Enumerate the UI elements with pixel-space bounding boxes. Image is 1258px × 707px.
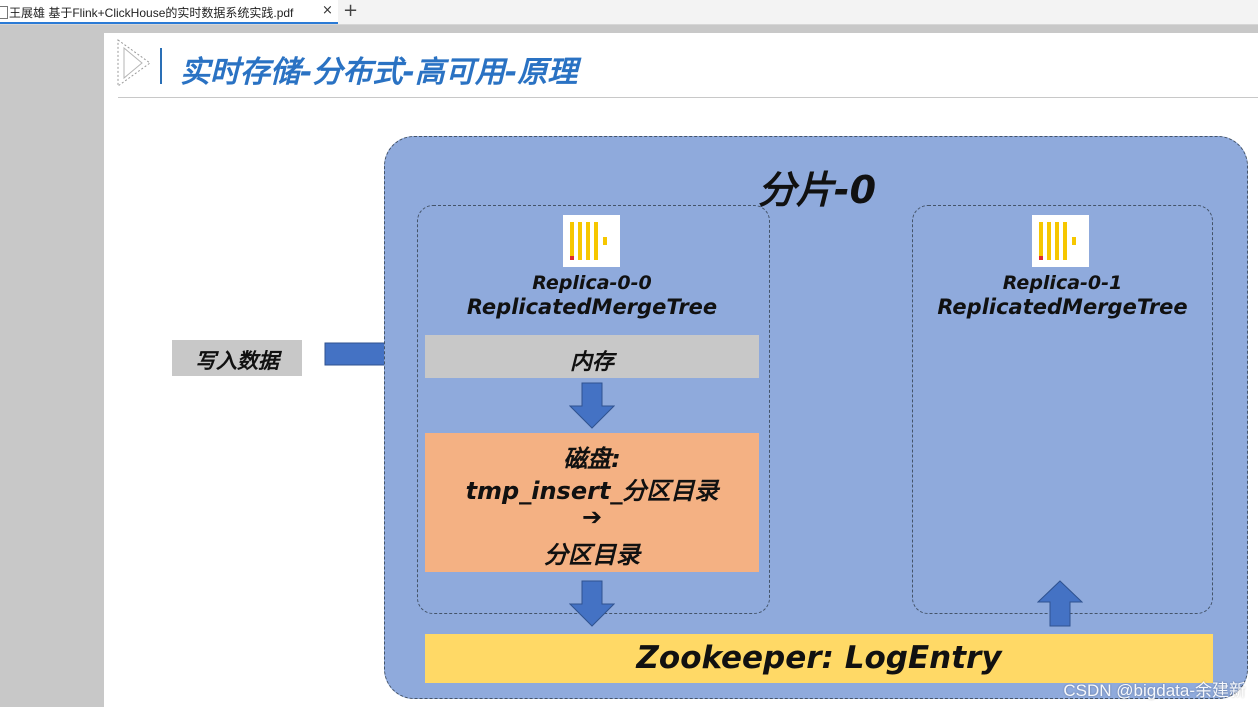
tab-bar: 王展雄 基于Flink+ClickHouse的实时数据系统实践.pdf × + [0,0,1258,25]
viewer-side-margin [0,25,104,707]
replica-0-1-name: Replica-0-1 [1002,272,1123,294]
shard-0-container: 分片-0 Replica-0-0 ReplicatedMergeTree Rep… [384,136,1248,699]
disk-arrow-glyph: ➔ [581,503,603,531]
title-divider [118,97,1258,98]
new-tab-button[interactable]: + [343,0,359,21]
csdn-watermark: CSDN @bigdata-余建新 [1063,681,1246,700]
play-triangle-icon [117,39,151,87]
disk-line-3: 分区目录 [544,541,640,569]
disk-line-2: tmp_insert_分区目录 [465,477,719,505]
up-arrow-icon [1037,580,1083,627]
slide-title: 实时存储-分布式-高可用-原理 [180,55,578,90]
title-accent-bar [160,48,162,84]
write-data-box: 写入数据 [172,340,302,376]
clickhouse-logo-icon [563,215,620,267]
write-data-label: 写入数据 [195,349,279,373]
pdf-page: 实时存储-分布式-高可用-原理 写入数据 分片-0 Replica-0-0 Re… [104,33,1258,707]
replica-0-0-engine: ReplicatedMergeTree [466,295,718,319]
pdf-file-icon [0,6,8,19]
down-arrow-icon [569,580,615,627]
zookeeper-label: Zookeeper: LogEntry [636,640,1002,676]
shard-title: 分片-0 [757,168,877,212]
zookeeper-logentry-box: Zookeeper: LogEntry [425,634,1213,683]
close-icon[interactable]: × [322,3,333,18]
tab-title: 王展雄 基于Flink+ClickHouse的实时数据系统实践.pdf [9,6,294,20]
memory-label: 内存 [569,350,614,375]
clickhouse-logo-icon [1032,215,1089,267]
replica-0-0-name: Replica-0-0 [532,272,652,294]
tab-pdf-document[interactable]: 王展雄 基于Flink+ClickHouse的实时数据系统实践.pdf × [0,0,338,24]
replica-0-1-engine: ReplicatedMergeTree [937,295,1188,319]
memory-box: 内存 [425,335,759,378]
down-arrow-icon [569,382,615,429]
disk-box: 磁盘: tmp_insert_分区目录 ➔ 分区目录 [425,433,759,572]
disk-line-1: 磁盘: [563,445,621,473]
